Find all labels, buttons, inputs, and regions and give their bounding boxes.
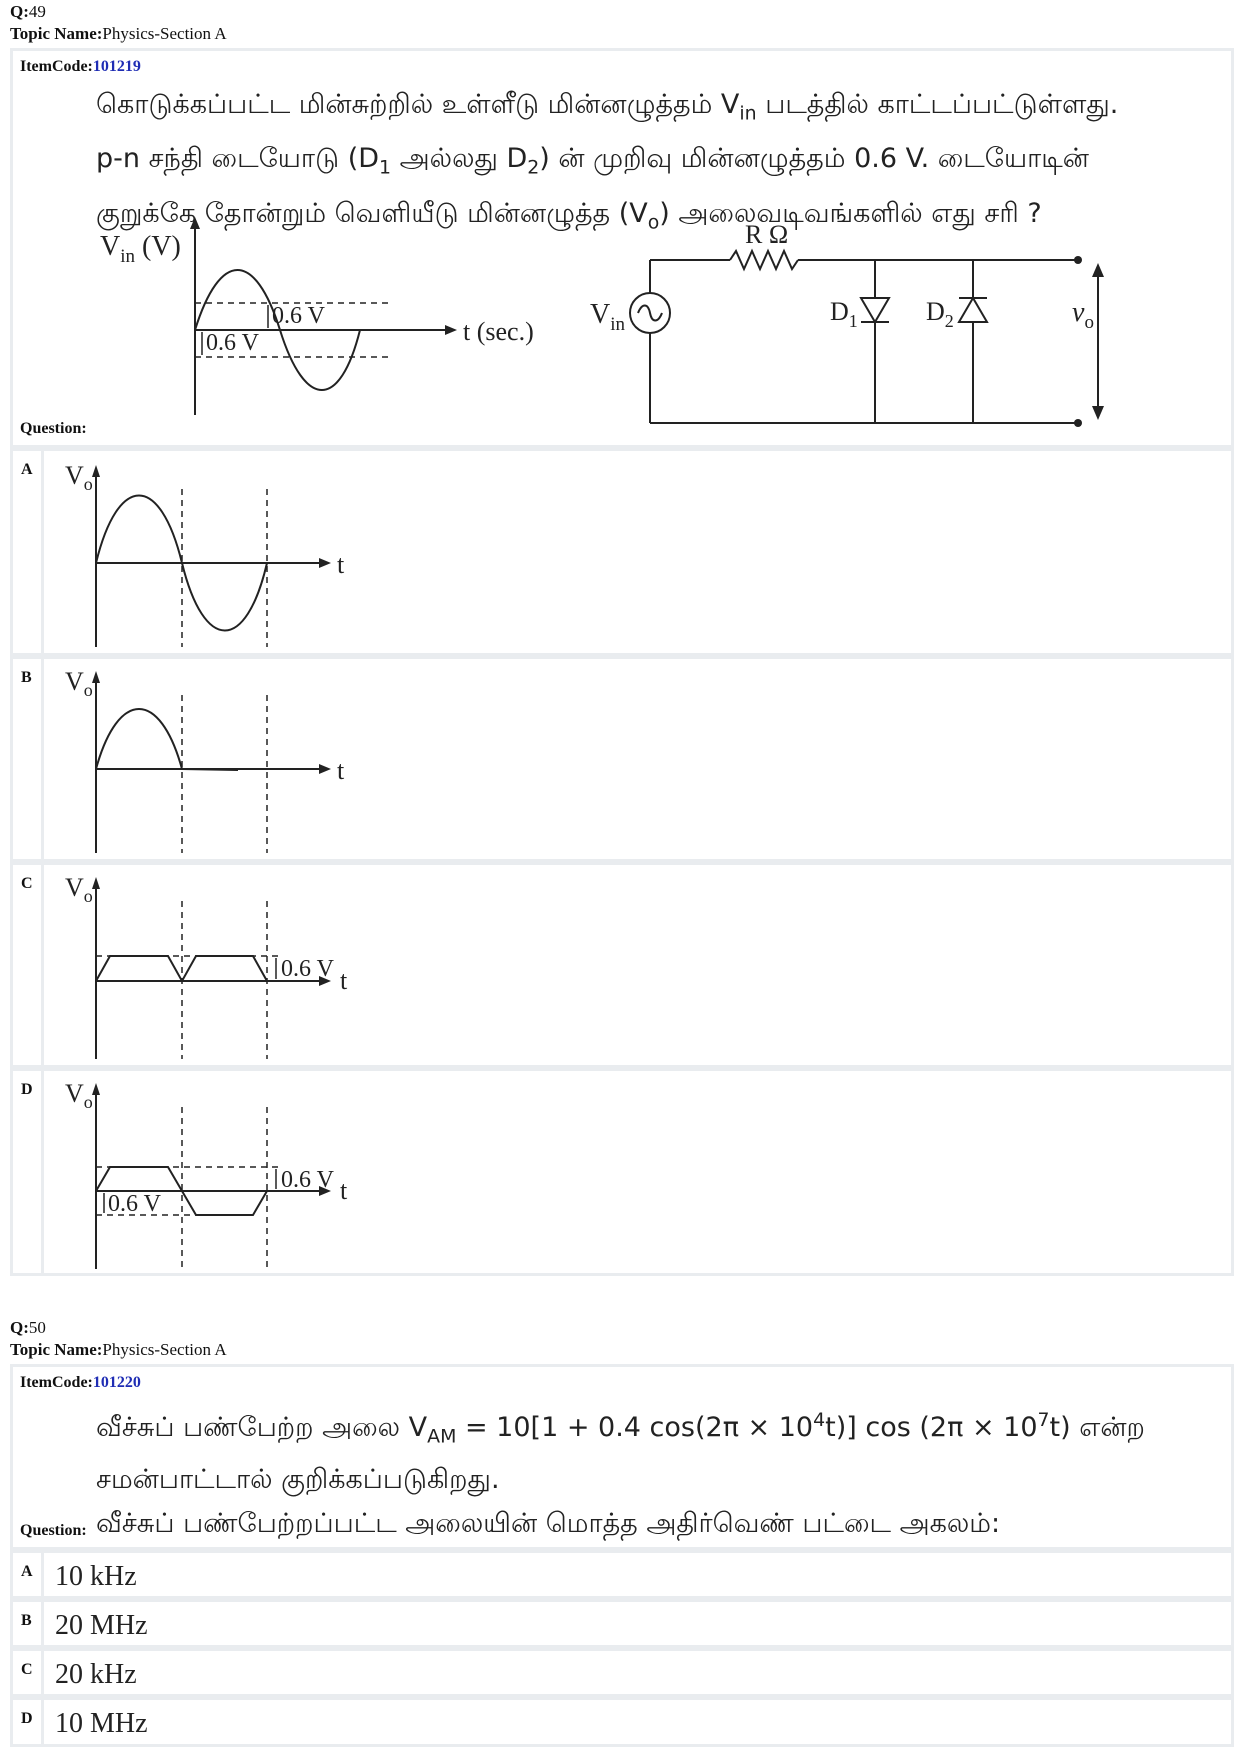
resistor-label: R Ω	[745, 220, 788, 249]
option-b-graph: Vo t	[65, 667, 345, 853]
option-d-50[interactable]: D 10 MHz	[10, 1697, 1234, 1747]
question-stem-50: வீச்சுப் பண்பேற்ற அலை VAM = 10[1 + 0.4 c…	[96, 1398, 1222, 1546]
q-label: Q:	[10, 2, 29, 21]
option-b-50[interactable]: B 20 MHz	[10, 1599, 1234, 1648]
item-code-line-50: ItemCode:101220	[20, 1374, 141, 1392]
option-letter: C	[21, 875, 33, 892]
stem-line-2: சமன்பாட்டால் குறிக்கப்படுகிறது.	[96, 1464, 500, 1496]
option-a-49[interactable]: A Vo t	[10, 448, 1234, 656]
y-axis-label: Vo	[65, 461, 93, 494]
item-code-label: ItemCode:	[20, 1374, 93, 1391]
option-c-49[interactable]: C Vo 0.6 V t	[10, 862, 1234, 1068]
q-number: 50	[28, 1318, 46, 1337]
topic-label: Topic Name:	[10, 1340, 103, 1359]
option-letter: A	[21, 461, 33, 478]
y-axis-label: Vo	[65, 667, 93, 700]
y-axis-label: Vo	[65, 873, 93, 906]
option-c-graph: Vo 0.6 V t	[65, 873, 348, 1059]
diode-d1-icon	[859, 297, 891, 324]
t-axis-label: t	[340, 1176, 348, 1205]
t-axis-label: t	[340, 966, 348, 995]
option-letter: D	[21, 1710, 33, 1727]
option-a-50[interactable]: A 10 kHz	[10, 1550, 1234, 1599]
upper-level-label: 0.6 V	[272, 303, 326, 329]
topic-name: Physics-Section A	[102, 1340, 227, 1359]
option-text: 20 MHz	[55, 1610, 148, 1641]
option-text: 20 kHz	[55, 1659, 137, 1690]
upper-level-label: 0.6 V	[281, 1167, 335, 1193]
t-axis-label: t (sec.)	[463, 317, 534, 346]
question-box-50	[10, 1364, 1234, 1550]
source-label: Vin	[590, 299, 626, 335]
item-code-label: ItemCode:	[20, 58, 93, 75]
option-letter: D	[21, 1081, 33, 1098]
question-stem-49: கொடுக்கப்பட்ட மின்சுற்றில் உள்ளீடு மின்ன…	[96, 82, 1222, 245]
circuit-diagram: R Ω Vin D1 D2 vo	[590, 220, 1104, 427]
option-d-graph: Vo 0.6 V 0.6 V t	[65, 1079, 348, 1269]
q-label: Q:	[10, 1318, 29, 1337]
option-letter: B	[21, 1612, 32, 1629]
topic-label: Topic Name:	[10, 24, 103, 43]
stem-line-3: குறுக்கே தோன்றும் வெளியீடு மின்னழுத்த (V…	[96, 197, 1042, 234]
stem-line-1: வீச்சுப் பண்பேற்ற அலை VAM = 10[1 + 0.4 c…	[96, 1409, 1145, 1448]
d1-label: D1	[830, 297, 858, 331]
question-number-49: Q:49	[10, 2, 46, 22]
vin-graph: Vin (V) 0.6 V 0.6 V t (sec.)	[100, 217, 534, 415]
option-letter: C	[21, 1661, 33, 1678]
question-number-50: Q:50	[10, 1318, 46, 1338]
option-text: 10 MHz	[55, 1708, 148, 1739]
option-letter: B	[21, 669, 32, 686]
y-axis-label: Vo	[65, 1079, 93, 1112]
option-letter: A	[21, 1563, 33, 1580]
option-c-50[interactable]: C 20 kHz	[10, 1648, 1234, 1697]
option-a-graph: Vo t	[65, 461, 345, 647]
vo-label: vo	[1072, 297, 1094, 333]
topic-line-49: Topic Name:Physics-Section A	[10, 24, 227, 44]
question-box-49	[10, 48, 1234, 448]
lower-level-label: 0.6 V	[108, 1191, 162, 1217]
stem-line-3: வீச்சுப் பண்பேற்றப்பட்ட அலையின் மொத்த அத…	[96, 1508, 1001, 1540]
option-text: 10 kHz	[55, 1561, 137, 1592]
lower-level-label: 0.6 V	[206, 330, 260, 356]
topic-line-50: Topic Name:Physics-Section A	[10, 1340, 227, 1360]
diode-d2-icon	[957, 296, 989, 323]
stem-line-1: கொடுக்கப்பட்ட மின்சுற்றில் உள்ளீடு மின்ன…	[96, 89, 1119, 125]
q-number: 49	[28, 2, 46, 21]
item-code: 101219	[92, 58, 141, 75]
vin-axis-label: Vin (V)	[100, 231, 181, 267]
item-code: 101220	[92, 1374, 141, 1391]
question-label-49: Question:	[20, 420, 87, 437]
t-axis-label: t	[337, 756, 345, 785]
t-axis-label: t	[337, 550, 345, 579]
item-code-line-49: ItemCode:101219	[20, 58, 141, 76]
option-b-49[interactable]: B Vo t	[10, 656, 1234, 862]
d2-label: D2	[926, 297, 954, 331]
stem-line-2: p-n சந்தி டையோடு (D1 அல்லது D2) ன் முறிவ…	[96, 143, 1089, 179]
question-label-50: Question:	[20, 1522, 87, 1539]
option-d-49[interactable]: D Vo 0.6 V 0.6 V t	[10, 1068, 1234, 1276]
level-label: 0.6 V	[281, 956, 335, 982]
topic-name: Physics-Section A	[102, 24, 227, 43]
